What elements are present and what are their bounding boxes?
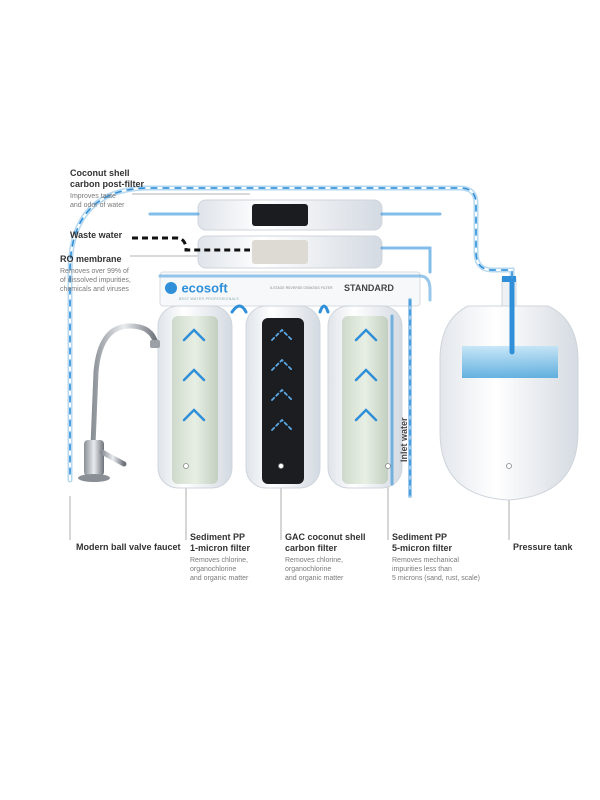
- ro-membrane-label: RO membrane Removes over 99% of of disso…: [60, 254, 131, 294]
- top-module: [159, 199, 421, 307]
- post-filter-label: Coconut shell carbon post-filter Improve…: [70, 168, 144, 210]
- housing-1: [157, 305, 233, 489]
- sediment-1-label: Sediment PP 1-micron filter Removes chlo…: [190, 532, 250, 583]
- post-filter-title: Coconut shell carbon post-filter: [70, 168, 145, 189]
- faucet-label: Modern ball valve faucet: [76, 542, 181, 553]
- housing-3: [327, 305, 403, 489]
- faucet-icon: [78, 323, 160, 482]
- housing-2: [245, 305, 321, 489]
- gac-label: GAC coconut shell carbon filter Removes …: [285, 532, 366, 583]
- ro-membrane-desc: Removes over 99% of of dissolved impurit…: [60, 268, 131, 293]
- inlet-water-label: Inlet water: [399, 417, 409, 462]
- sediment-5-desc: Removes mechanical impurities less than …: [392, 557, 480, 582]
- sediment-1-desc: Removes chlorine, organochlorine and org…: [190, 557, 249, 582]
- brand-logo-tagline: BEST WATER PROFESSIONALS: [179, 297, 240, 301]
- sediment-5-title: Sediment PP 5-micron filter: [392, 532, 453, 553]
- tank-title: Pressure tank: [513, 542, 573, 552]
- brand-logo-text: ecosoft: [181, 280, 228, 296]
- waste-water-line: [132, 236, 250, 252]
- sediment-5-label: Sediment PP 5-micron filter Removes mech…: [392, 532, 480, 583]
- brand-subtitle: 5-STAGE REVERSE OSMOSIS FILTER: [270, 286, 333, 290]
- brand-model: STANDARD: [344, 283, 394, 293]
- waste-water-title: Waste water: [70, 230, 123, 240]
- faucet-title: Modern ball valve faucet: [76, 542, 181, 552]
- waste-water-label: Waste water: [70, 230, 122, 241]
- gac-title: GAC coconut shell carbon filter: [285, 532, 366, 553]
- water-flow-lines: [67, 185, 515, 498]
- brand-logo: ecosoft BEST WATER PROFESSIONALS: [165, 279, 239, 301]
- post-filter-desc: Improves taste and odor of water: [70, 193, 125, 209]
- brand-logo-icon: [165, 281, 177, 294]
- ro-membrane-title: RO membrane: [60, 254, 122, 264]
- pressure-tank: [439, 276, 579, 501]
- gac-desc: Removes chlorine, organochlorine and org…: [285, 557, 344, 582]
- leader-dots: [183, 463, 512, 469]
- sediment-1-title: Sediment PP 1-micron filter: [190, 532, 251, 553]
- tank-label: Pressure tank: [513, 542, 573, 553]
